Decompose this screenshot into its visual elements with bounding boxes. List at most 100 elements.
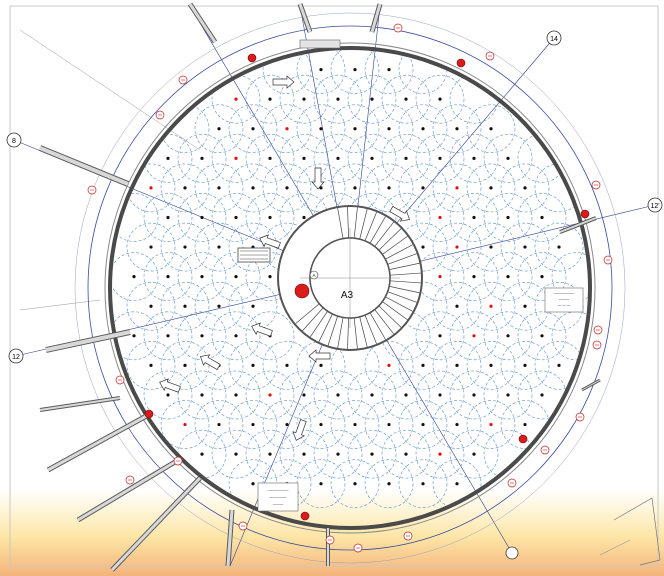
sprinkler-head xyxy=(183,304,187,308)
coverage-circle xyxy=(279,134,329,183)
sprinkler-head xyxy=(353,482,357,486)
sprinkler-head xyxy=(166,275,170,279)
sprinkler-head xyxy=(302,393,306,397)
perimeter-tags xyxy=(87,23,613,553)
sprinkler-head xyxy=(217,245,221,249)
coverage-circle xyxy=(112,252,159,301)
sprinkler-head xyxy=(540,215,544,220)
red-marker xyxy=(294,283,310,299)
sprinkler-head xyxy=(319,363,323,367)
flow-arrow xyxy=(311,167,325,190)
sprinkler-head xyxy=(200,393,204,397)
coverage-circle xyxy=(194,163,244,213)
coverage-circle xyxy=(466,104,516,154)
beam-fill xyxy=(77,460,176,522)
sprinkler-head xyxy=(217,422,221,427)
sprinkler-head xyxy=(540,393,544,397)
coverage-circle xyxy=(194,281,244,331)
sprinkler-head xyxy=(200,156,204,160)
coverage-circle xyxy=(364,341,414,390)
sprinkler-head xyxy=(421,127,425,131)
coverage-circle xyxy=(211,134,261,183)
sprinkler-head xyxy=(489,127,493,131)
sprinkler-head xyxy=(319,482,323,486)
beam-fill xyxy=(559,217,597,233)
coverage-circle xyxy=(432,222,482,272)
coverage-circle xyxy=(500,163,550,213)
sprinkler-head xyxy=(523,363,527,367)
beam-fill xyxy=(188,3,217,43)
flow-arrow xyxy=(251,322,273,337)
coverage-circle xyxy=(194,104,244,154)
outer-wall-face xyxy=(104,42,596,534)
sprinkler-head xyxy=(319,422,323,427)
flow-arrow-shape xyxy=(308,349,331,363)
sprinkler-head xyxy=(336,393,340,397)
flow-arrow-shape xyxy=(389,205,410,222)
sprinkler-head xyxy=(370,97,374,101)
sprinkler-head xyxy=(132,334,136,338)
coverage-circle xyxy=(112,193,159,242)
sprinkler-head xyxy=(540,275,544,279)
coverage-circle xyxy=(313,429,363,479)
coverage-circle xyxy=(398,341,448,390)
grid-bubble-12: 12 xyxy=(8,348,24,364)
coverage-circle xyxy=(449,311,499,361)
coverage-circle xyxy=(483,370,533,420)
coverage-circle xyxy=(415,252,465,301)
red-sprinkler-head xyxy=(438,215,442,220)
coverage-circle xyxy=(517,311,567,361)
coverage-circle xyxy=(211,193,261,242)
coverage-circle xyxy=(177,134,227,183)
coverage-circle xyxy=(228,281,278,331)
coverage-circle xyxy=(296,50,346,94)
coverage-circle xyxy=(126,341,176,390)
sprinkler-head xyxy=(455,127,459,131)
sprinkler-head xyxy=(251,363,255,367)
coverage-circle xyxy=(245,311,295,361)
sprinkler-head xyxy=(472,393,476,397)
sprinkler-head xyxy=(387,186,391,190)
coverage-circle xyxy=(262,50,312,94)
annotation-box-right: —————— ——— — — — xyxy=(544,287,584,313)
coverage-circle xyxy=(211,429,261,479)
sprinkler-head xyxy=(217,186,221,190)
sprinkler-head xyxy=(404,97,408,101)
red-marker xyxy=(300,511,310,521)
coverage-circle xyxy=(415,370,465,420)
coverage-circle xyxy=(160,341,210,390)
red-marker xyxy=(518,434,528,444)
sprinkler-head xyxy=(557,245,561,249)
coverage-circle xyxy=(449,370,499,420)
coverage-circle xyxy=(449,429,499,479)
sprinkler-head xyxy=(523,422,527,427)
coverage-circle xyxy=(126,281,176,331)
coverage-circle xyxy=(415,193,465,242)
red-sprinkler-head xyxy=(387,363,391,367)
sprinkler-head xyxy=(302,452,306,456)
note-2-line-1: —————— xyxy=(268,488,290,492)
sprinkler-head xyxy=(234,334,238,338)
sprinkler-head xyxy=(404,393,408,397)
sprinkler-head xyxy=(438,156,442,160)
coverage-circle xyxy=(364,459,414,509)
flow-arrow xyxy=(259,234,281,249)
drawing-frame xyxy=(9,5,659,567)
coverage-circle xyxy=(177,370,227,420)
coverage-circle xyxy=(143,311,193,361)
grid-bubble-12-prime-label: 12' xyxy=(650,203,659,210)
flow-arrow-shape xyxy=(251,322,273,337)
sprinkler-head xyxy=(506,393,510,397)
red-sprinkler-head xyxy=(285,127,289,131)
sprinkler-head xyxy=(217,304,221,308)
sprinkler-head xyxy=(132,275,136,279)
sprinkler-head xyxy=(506,156,510,160)
coverage-circle xyxy=(364,400,414,449)
grid-bubble-12-label: 12 xyxy=(12,354,20,361)
beam-fill xyxy=(298,3,312,33)
coverage-circle xyxy=(279,370,329,420)
coverage-circle xyxy=(466,341,516,390)
coverage-circle xyxy=(279,429,329,479)
note-2-line-2: ————— xyxy=(269,495,287,499)
coverage-circle xyxy=(194,341,244,390)
